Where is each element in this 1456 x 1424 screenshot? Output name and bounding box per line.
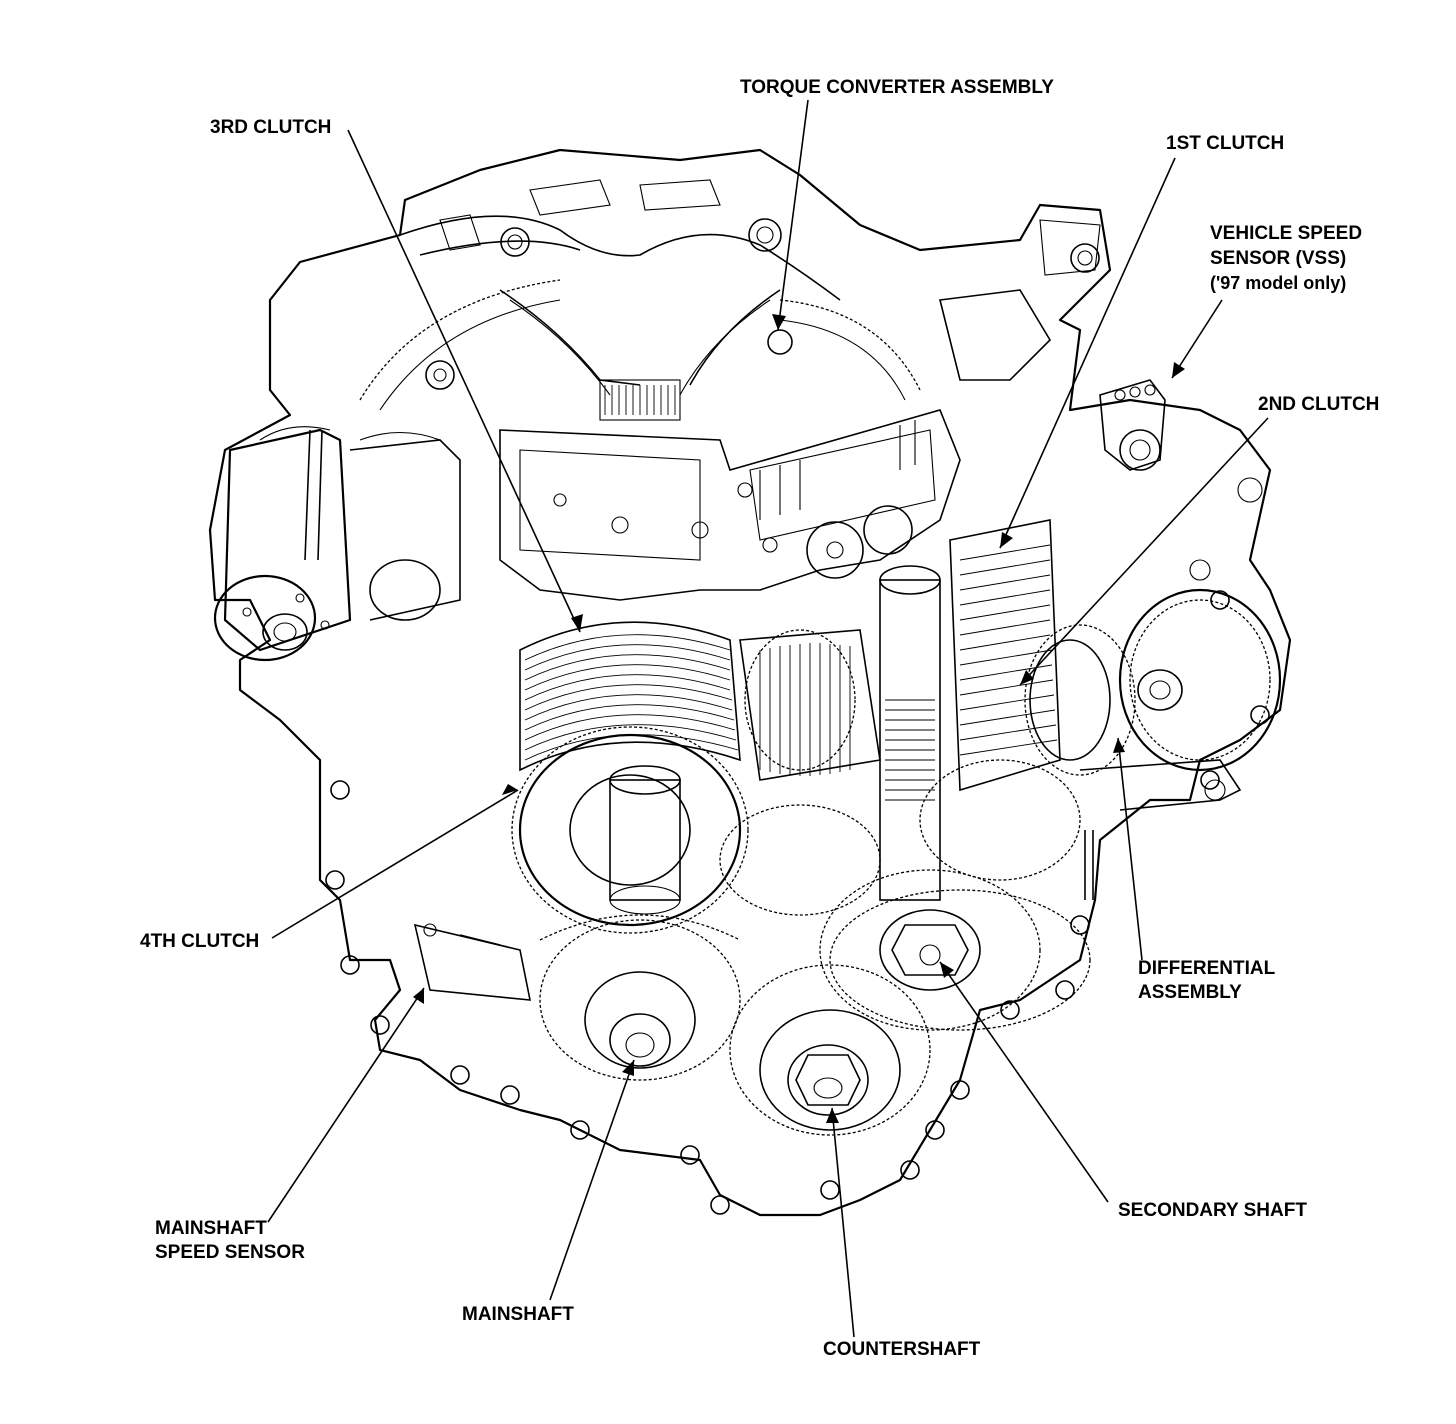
label-secondary-shaft: SECONDARY SHAFT <box>1118 1199 1307 1223</box>
countershaft-gear-stack <box>719 629 881 916</box>
label-2nd-clutch-text: 2ND CLUTCH <box>1258 394 1380 415</box>
label-vss-line2: SENSOR (VSS) <box>1210 248 1347 269</box>
leader-2nd-clutch <box>1019 417 1269 686</box>
label-4th-clutch: 4TH CLUTCH <box>140 930 259 954</box>
label-mainshaft-text: MAINSHAFT <box>462 1304 574 1325</box>
mainshaft-lower-gears <box>539 914 741 1081</box>
label-2nd-clutch: 2ND CLUTCH <box>1258 393 1379 417</box>
label-mainshaft-sensor-line2: SPEED SENSOR <box>155 1242 305 1263</box>
valve-body <box>499 409 961 601</box>
leader-vss <box>1171 299 1223 379</box>
label-mainshaft-speed-sensor: MAINSHAFT SPEED SENSOR <box>155 1217 305 1265</box>
countershaft-lower-gears <box>729 964 931 1136</box>
label-mainshaft-sensor-line1: MAINSHAFT <box>155 1218 267 1239</box>
secondary-shaft-clutch-pack <box>879 519 1081 901</box>
label-torque-converter-assembly-text: TORQUE CONVERTER ASSEMBLY <box>740 77 1054 98</box>
leader-arrowheads <box>413 314 1185 1123</box>
label-vss-line3: ('97 model only) <box>1210 273 1347 293</box>
leader-1st-clutch <box>999 157 1176 549</box>
leader-torque-converter <box>777 99 809 331</box>
label-mainshaft: MAINSHAFT <box>462 1303 574 1327</box>
secondary-shaft-lower-gears <box>819 869 1091 1031</box>
label-1st-clutch-text: 1ST CLUTCH <box>1166 133 1285 154</box>
label-vehicle-speed-sensor: VEHICLE SPEED SENSOR (VSS) ('97 model on… <box>1210 221 1362 296</box>
leader-mainshaft-sensor <box>267 987 425 1223</box>
vehicle-speed-sensor-drawing <box>1099 379 1166 471</box>
label-3rd-clutch: 3RD CLUTCH <box>210 116 331 140</box>
housing-bolts <box>325 590 1270 1215</box>
label-1st-clutch: 1ST CLUTCH <box>1166 132 1284 156</box>
label-4th-clutch-text: 4TH CLUTCH <box>140 931 260 952</box>
leader-4th-clutch <box>271 789 519 939</box>
mainshaft-clutch-pack <box>511 621 749 934</box>
label-differential-line1: DIFFERENTIAL <box>1138 958 1276 979</box>
label-differential-assembly: DIFFERENTIAL ASSEMBLY <box>1138 957 1275 1005</box>
leader-countershaft <box>831 1107 855 1338</box>
leader-differential <box>1117 737 1143 961</box>
torque-converter-housing <box>359 279 921 421</box>
label-3rd-clutch-text: 3RD CLUTCH <box>210 117 332 138</box>
differential-assembly-drawing <box>1024 477 1282 900</box>
leader-lines <box>267 99 1269 1338</box>
leader-mainshaft <box>549 1059 635 1301</box>
leader-3rd-clutch <box>347 129 581 633</box>
label-differential-line2: ASSEMBLY <box>1138 982 1242 1003</box>
label-countershaft-text: COUNTERSHAFT <box>823 1339 981 1360</box>
label-vss-line1: VEHICLE SPEED <box>1210 223 1363 244</box>
starter-motor <box>213 426 461 662</box>
label-torque-converter-assembly: TORQUE CONVERTER ASSEMBLY <box>740 76 1054 100</box>
mainshaft-speed-sensor-drawing <box>413 923 531 1001</box>
label-secondary-shaft-text: SECONDARY SHAFT <box>1118 1200 1307 1221</box>
transmission-housing <box>208 148 1292 1217</box>
label-countershaft: COUNTERSHAFT <box>823 1338 980 1362</box>
leader-secondary-shaft <box>939 961 1109 1203</box>
